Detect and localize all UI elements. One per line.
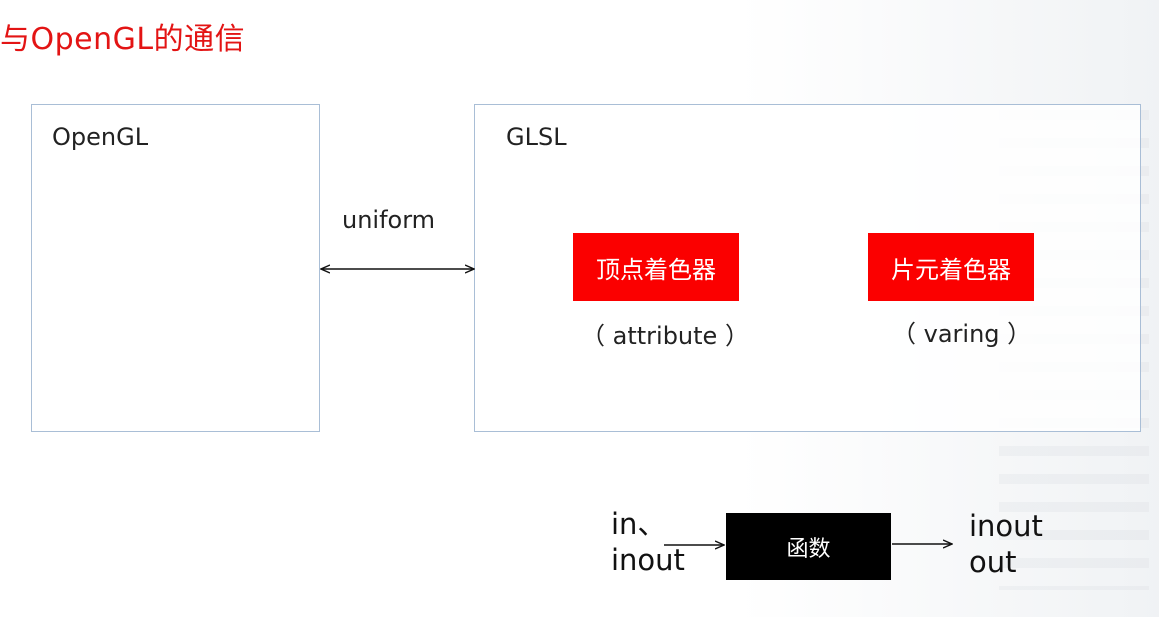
opengl-label: OpenGL [52,123,149,151]
vertex-shader-label: 顶点着色器 [596,255,716,284]
vertex-shader-sublabel: （ attribute ） [581,322,749,350]
slide-title: 与OpenGL的通信 [0,22,246,57]
input-label-inout: inout [611,543,685,577]
function-label: 函数 [786,536,831,562]
function-block: 函数 [726,513,891,580]
glsl-label: GLSL [506,123,567,151]
vertex-shader-block: 顶点着色器 [573,233,739,301]
output-label-out: out [969,545,1017,579]
uniform-label: uniform [342,206,436,234]
fragment-shader-sublabel: （ varing ） [892,320,1032,348]
input-label-in: in、 [611,507,667,541]
fragment-shader-block: 片元着色器 [868,233,1034,301]
output-label-inout: inout [969,509,1043,543]
opengl-box: OpenGL [31,104,320,432]
fragment-shader-label: 片元着色器 [891,255,1011,284]
